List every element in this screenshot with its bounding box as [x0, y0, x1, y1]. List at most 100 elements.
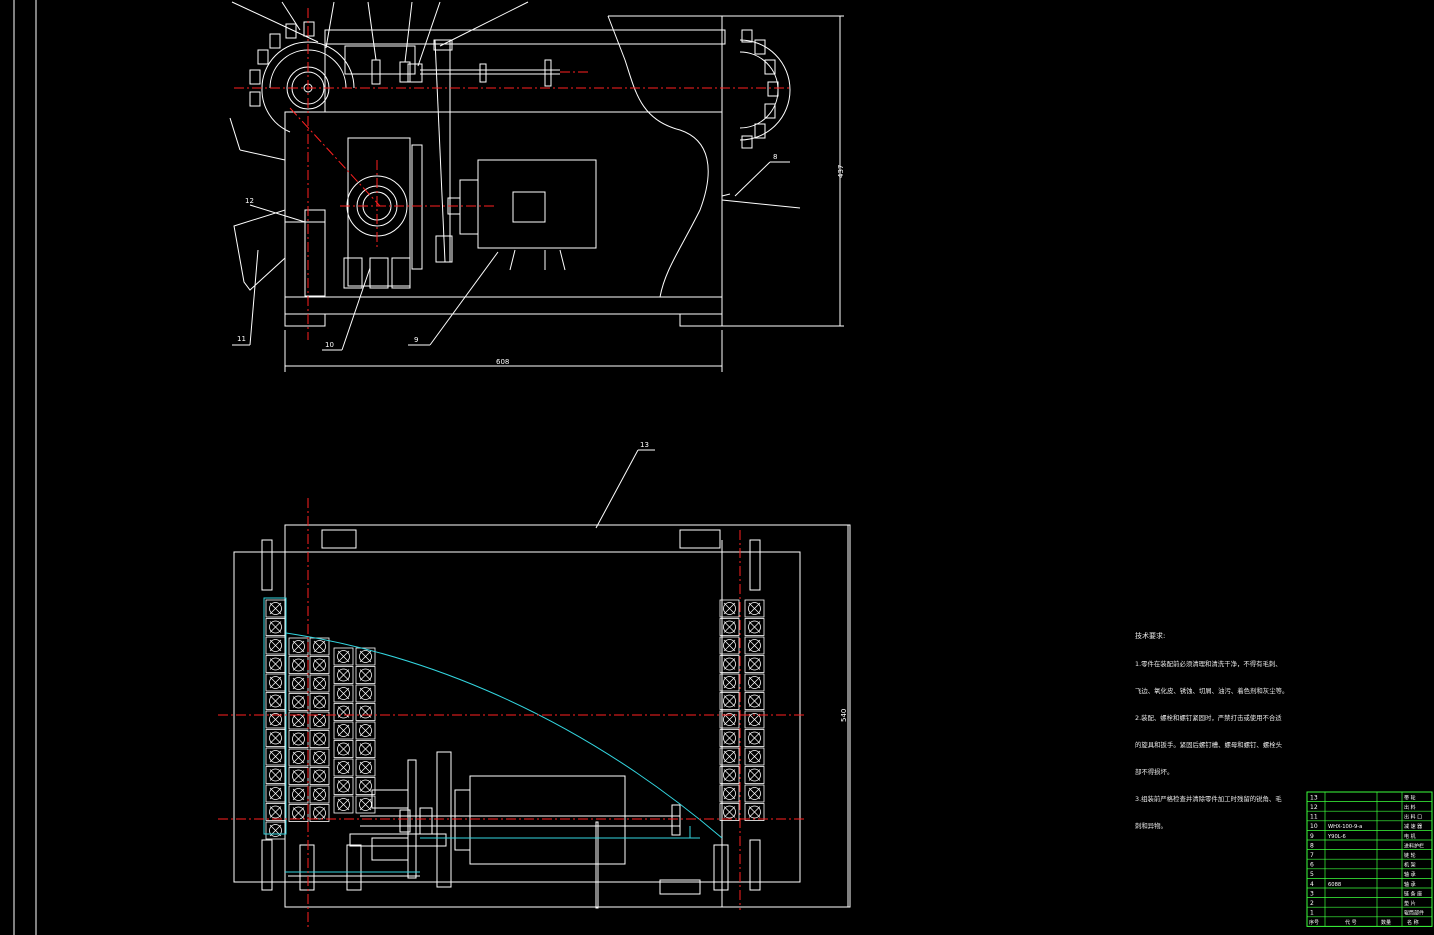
- balloon-11: 11: [237, 335, 246, 343]
- roller-cell: [333, 703, 354, 721]
- roller-cell: [719, 673, 740, 692]
- roller-cell: [265, 747, 286, 766]
- technical-requirements: 技术要求: 1.零件在装配前必须清理和清洗干净，不得有毛刺、 飞边、氧化皮、锈蚀…: [1135, 614, 1335, 840]
- front-centerlines: [234, 8, 790, 340]
- roller-cell: [309, 804, 330, 822]
- roller-column: [719, 599, 740, 821]
- roller-cell: [309, 637, 330, 656]
- balloon-10: 10: [325, 341, 334, 349]
- balloon-8: 8: [773, 153, 777, 161]
- balloon-9: 9: [414, 336, 418, 344]
- roller-cell: [265, 692, 286, 710]
- tech-note-line: 2.装配、螺栓和螺钉紧固时，严禁打击或使用不合适: [1135, 714, 1282, 722]
- roller-cell: [333, 777, 354, 795]
- parts-header-cell: 数量: [1381, 919, 1391, 926]
- part-number: 1: [1310, 910, 1314, 917]
- roller-cell: [309, 693, 330, 711]
- tech-note-line: 的旋具和扳手。紧固后螺钉槽、螺母和螺钉、螺栓头: [1135, 741, 1282, 749]
- parts-header-cell: 名 称: [1407, 919, 1419, 926]
- roller-cell: [309, 767, 330, 785]
- part-name: 带 轮: [1404, 794, 1416, 801]
- roller-column: [265, 599, 286, 840]
- part-number: 3: [1310, 890, 1314, 897]
- balloon-13: 13: [640, 441, 649, 449]
- roller-cell: [719, 692, 740, 710]
- roller-cell: [744, 729, 765, 747]
- part-name: 垫 片: [1404, 900, 1416, 907]
- roller-cell: [719, 729, 740, 747]
- roller-cell: [744, 673, 765, 692]
- drawing-frame: [13, 0, 37, 935]
- roller-cell: [333, 684, 354, 703]
- roller-column: [288, 637, 309, 822]
- roller-cell: [355, 703, 376, 721]
- part-number: 7: [1310, 852, 1314, 859]
- roller-cell: [355, 647, 376, 666]
- tech-note-line: 飞边、氧化皮、锈蚀、切屑、油污、着色剂和灰尘等。: [1135, 687, 1289, 695]
- roller-cell: [333, 740, 354, 758]
- plan-labels: 13 540: [640, 441, 848, 722]
- part-number: 13: [1310, 794, 1318, 801]
- roller-cell: [309, 748, 330, 767]
- roller-cell: [309, 656, 330, 674]
- tech-note-line: 1.零件在装配前必须清理和清洗干净，不得有毛刺、: [1135, 660, 1282, 668]
- front-view: [229, 1, 844, 372]
- roller-cell: [288, 693, 309, 711]
- roller-column: [355, 647, 376, 814]
- part-code: Y90L-6: [1327, 834, 1346, 840]
- roller-cell: [355, 721, 376, 740]
- part-name: 机 架: [1404, 862, 1416, 869]
- roller-cell: [355, 684, 376, 703]
- roller-cell: [265, 655, 286, 673]
- roller-cell: [265, 636, 286, 655]
- part-number: 11: [1310, 814, 1318, 821]
- part-number: 2: [1310, 900, 1314, 907]
- balloon-12: 12: [245, 197, 254, 205]
- roller-cell: [309, 785, 330, 804]
- roller-cell: [744, 599, 765, 618]
- part-name: 电 机: [1404, 833, 1416, 840]
- roller-cell: [333, 758, 354, 777]
- roller-cell: [309, 711, 330, 730]
- roller-column: [333, 647, 354, 814]
- part-number: 12: [1310, 804, 1318, 811]
- roller-cell: [744, 766, 765, 784]
- roller-cell: [744, 803, 765, 821]
- roller-cell: [355, 740, 376, 758]
- roller-cell: [288, 674, 309, 693]
- plan-annotations: [595, 449, 849, 907]
- parts-row: 13 带 轮: [1310, 794, 1416, 801]
- roller-cell: [333, 795, 354, 814]
- roller-cell: [719, 599, 740, 618]
- roller-cell: [288, 767, 309, 785]
- roller-cell: [719, 803, 740, 821]
- front-labels: 608 437 8 9 10 11 12: [237, 153, 845, 366]
- roller-cell: [288, 785, 309, 804]
- part-number: 8: [1310, 842, 1314, 849]
- roller-cell: [309, 674, 330, 693]
- roller-cell: [265, 710, 286, 729]
- roller-cell: [288, 656, 309, 674]
- roller-cell: [744, 655, 765, 673]
- roller-cell: [265, 766, 286, 784]
- part-number: 6: [1310, 862, 1314, 869]
- roller-cell: [355, 795, 376, 814]
- roller-cell: [744, 784, 765, 803]
- part-name: 出 料: [1404, 804, 1416, 811]
- parts-row: 12 出 料: [1310, 804, 1416, 811]
- roller-cell: [265, 729, 286, 747]
- parts-header-cell: 序号: [1309, 919, 1319, 926]
- roller-cell: [744, 710, 765, 729]
- roller-column: [744, 599, 765, 821]
- parts-row: 6 机 架: [1310, 862, 1416, 869]
- part-code: WHX-100-9-a: [1328, 824, 1362, 830]
- parts-row: 2 垫 片: [1310, 900, 1416, 907]
- roller-cell: [333, 647, 354, 666]
- plan-highlight: [263, 597, 723, 873]
- roller-cell: [719, 747, 740, 766]
